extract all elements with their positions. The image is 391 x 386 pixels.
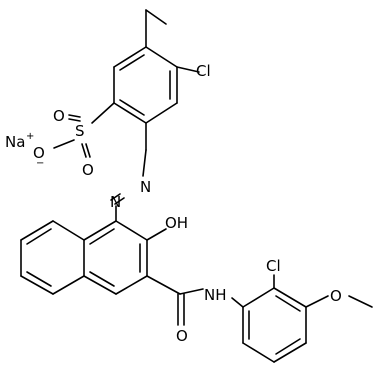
atom-labels: Cl S O O O − Na + N N OH O NH Cl O (5, 62, 342, 345)
atom-oh: OH (165, 214, 188, 232)
atom-n-azo-2: N (110, 193, 121, 211)
atom-nh: NH (204, 286, 227, 304)
atom-sodium: Na (5, 133, 25, 151)
atom-o-bottom: O (82, 161, 94, 179)
atom-cl-aryl: Cl (266, 257, 281, 275)
atom-o-top: O (53, 107, 65, 125)
atom-sulfur: S (75, 122, 85, 140)
bond-lines (20, 9, 373, 363)
atom-o-methoxy: O (330, 287, 342, 305)
atom-cl-ring: Cl (196, 62, 211, 80)
atom-o-carbonyl: O (176, 327, 188, 345)
sodium-charge: + (26, 131, 34, 142)
atom-o-anion: O (33, 144, 45, 162)
atom-n-azo-1: N (140, 178, 151, 196)
anion-charge: − (36, 158, 44, 169)
